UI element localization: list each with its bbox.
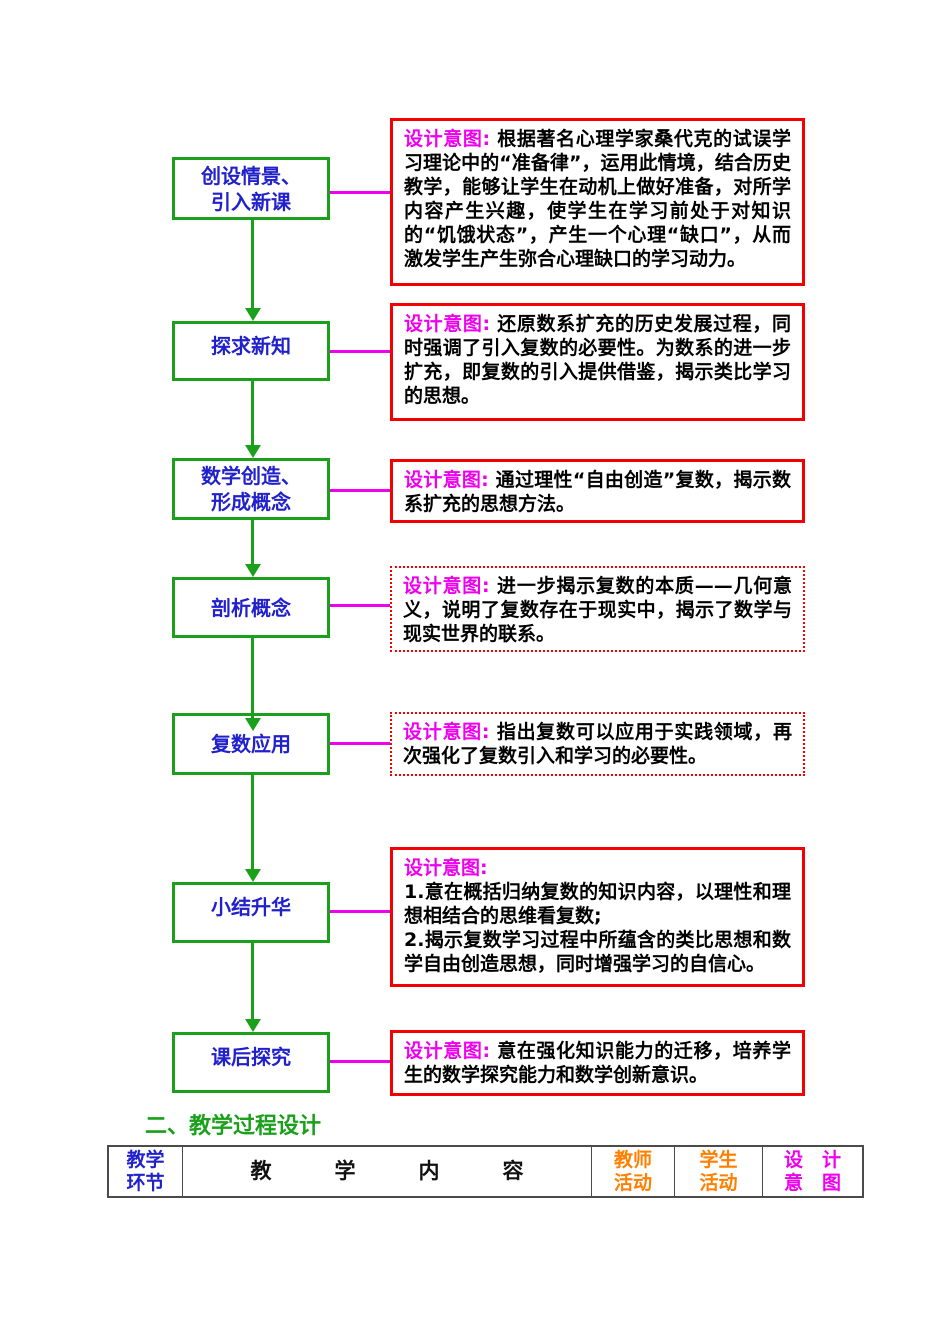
flow-step-label-2: 探求新知 (211, 334, 291, 358)
flow-step-label-6: 小结升华 (211, 895, 291, 919)
table-header-teaching-content: 教 学 内 容 (183, 1147, 592, 1196)
table-header-design-intent: 设 计 意 图 (783, 1148, 841, 1194)
flow-step-box-4: 剖析概念 (172, 577, 330, 638)
intent-label-7: 设计意图: (404, 1040, 491, 1062)
process-table: 教学 环节 教 学 内 容 教师 活动 学生 活动 设 计 意 图 (107, 1145, 864, 1198)
flow-step-label-3: 数学创造、 形成概念 (201, 464, 301, 514)
intent-text-4: 进一步揭示复数的本质——几何意义，说明了复数存在于现实中，揭示了数学与现实世界的… (403, 575, 792, 645)
intent-box-7: 设计意图: 意在强化知识能力的迁移，培养学生的数学探究能力和数学创新意识。 (390, 1030, 805, 1096)
flow-connector-line-1 (330, 191, 390, 194)
intent-label-3: 设计意图: (404, 469, 489, 491)
intent-label-5: 设计意图: (403, 721, 490, 743)
intent-text-7: 意在强化知识能力的迁移，培养学生的数学探究能力和数学创新意识。 (404, 1040, 791, 1086)
section-heading: 二、教学过程设计 (145, 1114, 322, 1139)
table-header-student-activity: 学生 活动 (675, 1147, 763, 1196)
table-header-teacher-activity: 教师 活动 (592, 1147, 675, 1196)
flow-arrow-down-icon-2 (251, 381, 254, 445)
flow-connector-line-5 (330, 742, 390, 745)
flow-step-box-7: 课后探究 (172, 1032, 330, 1093)
intent-text-5: 指出复数可以应用于实践领域，再次强化了复数引入和学习的必要性。 (403, 721, 792, 767)
intent-box-4: 设计意图: 进一步揭示复数的本质——几何意义，说明了复数存在于现实中，揭示了数学… (390, 566, 805, 652)
flow-step-label-4: 剖析概念 (211, 595, 291, 620)
flow-connector-line-3 (330, 489, 390, 492)
intent-box-3: 设计意图: 通过理性“自由创造”复数，揭示数系扩充的思想方法。 (390, 459, 805, 523)
intent-box-6: 设计意图: 1.意在概括归纳复数的知识内容，以理性和理想相结合的思维看复数; 2… (390, 847, 805, 987)
intent-label-6: 设计意图: (404, 857, 488, 879)
flow-connector-line-6 (330, 910, 390, 913)
intent-box-1: 设计意图: 根据著名心理学家桑代克的试误学习理论中的“准备律”，运用此情境，结合… (390, 118, 805, 286)
flow-connector-line-7 (330, 1060, 390, 1063)
intent-text-1: 根据著名心理学家桑代克的试误学习理论中的“准备律”，运用此情境，结合历史教学，能… (404, 128, 791, 270)
flow-step-box-1: 创设情景、 引入新课 (172, 157, 330, 220)
flow-step-box-3: 数学创造、 形成概念 (172, 458, 330, 520)
flow-step-box-6: 小结升华 (172, 882, 330, 943)
flow-arrow-down-icon-4 (251, 638, 254, 718)
flow-step-box-2: 探求新知 (172, 321, 330, 381)
intent-label-2: 设计意图: (404, 313, 491, 335)
flow-connector-line-2 (330, 350, 390, 353)
flow-step-label-5: 复数应用 (211, 732, 291, 756)
table-header-teaching-stage: 教学 环节 (109, 1147, 183, 1196)
intent-text-2: 还原数系扩充的历史发展过程，同时强调了引入复数的必要性。为数系的进一步扩充，即复… (404, 313, 791, 407)
flow-arrow-down-icon-5 (251, 775, 254, 869)
flow-connector-line-4 (330, 604, 390, 607)
flow-arrow-down-icon-6 (251, 943, 254, 1019)
flow-step-label-1: 创设情景、 引入新课 (201, 163, 301, 214)
intent-box-5: 设计意图: 指出复数可以应用于实践领域，再次强化了复数引入和学习的必要性。 (390, 712, 805, 776)
flow-step-label-7: 课后探究 (211, 1045, 291, 1069)
flow-arrow-down-icon-3 (251, 520, 254, 564)
intent-text-3: 通过理性“自由创造”复数，揭示数系扩充的思想方法。 (404, 469, 791, 515)
intent-label-1: 设计意图: (404, 128, 491, 150)
intent-text-6: 1.意在概括归纳复数的知识内容，以理性和理想相结合的思维看复数; 2.揭示复数学… (404, 881, 791, 975)
intent-label-4: 设计意图: (403, 575, 490, 597)
intent-box-2: 设计意图: 还原数系扩充的历史发展过程，同时强调了引入复数的必要性。为数系的进一… (390, 303, 805, 421)
flow-arrow-down-icon-1 (251, 219, 254, 308)
